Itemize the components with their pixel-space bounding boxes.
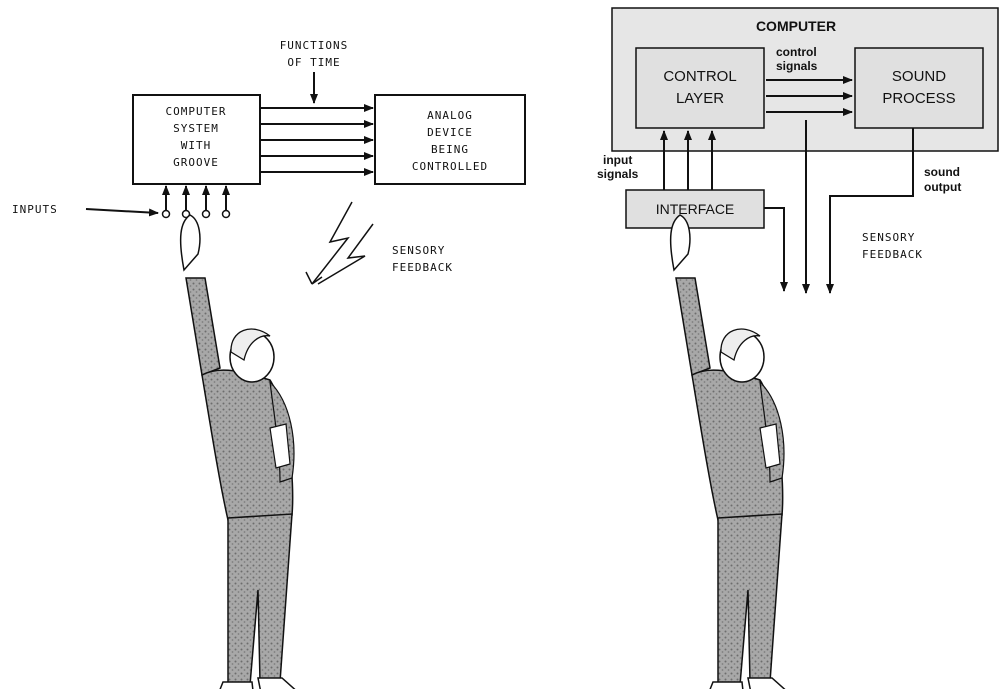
right-sensory-feedback-line-1: SENSORY	[862, 231, 915, 244]
sound-output-arrow	[830, 128, 913, 293]
sound-process-line-1: SOUND	[892, 68, 946, 85]
computer-title: COMPUTER	[756, 18, 836, 34]
control-signals-line-2: signals	[776, 59, 818, 73]
functions-label-line-1: FUNCTIONS	[280, 39, 349, 52]
inputs-arrow	[86, 209, 158, 213]
interface-feedback-arrow	[764, 208, 784, 291]
control-signals-line-1: control	[776, 45, 817, 59]
left-diagram: COMPUTER SYSTEM WITH GROOVE ANALOG DEVIC…	[12, 39, 525, 689]
functions-label-line-2: OF TIME	[287, 56, 340, 69]
interface-label: INTERFACE	[656, 201, 735, 217]
right-diagram: COMPUTER CONTROL LAYER SOUND PROCESS con…	[597, 8, 998, 689]
input-arrows	[163, 186, 230, 218]
control-layer-line-2: LAYER	[676, 90, 724, 107]
analog-box-line-3: BEING	[431, 143, 469, 156]
person-conductor-icon-right	[671, 215, 790, 689]
sensory-feedback-line-1: SENSORY	[392, 244, 445, 257]
right-sensory-feedback-line-2: FEEDBACK	[862, 248, 923, 261]
function-arrows	[260, 108, 373, 172]
analog-box-line-1: ANALOG	[427, 109, 473, 122]
control-layer-line-1: CONTROL	[663, 68, 736, 85]
analog-box-line-2: DEVICE	[427, 126, 473, 139]
sound-process-box	[855, 48, 983, 128]
person-conductor-icon	[181, 215, 300, 689]
lightning-bolt-icon	[312, 202, 352, 284]
sound-output-line-2: output	[924, 180, 961, 194]
analog-box-line-4: CONTROLLED	[412, 160, 488, 173]
input-signals-line-1: input	[603, 153, 632, 167]
sound-output-line-1: sound	[924, 165, 960, 179]
computer-box-line-4: GROOVE	[173, 156, 219, 169]
computer-box-line-3: WITH	[181, 139, 212, 152]
inputs-label: INPUTS	[12, 203, 58, 216]
control-layer-box	[636, 48, 764, 128]
computer-box-line-2: SYSTEM	[173, 122, 219, 135]
sensory-feedback-line-2: FEEDBACK	[392, 261, 453, 274]
computer-box-line-1: COMPUTER	[166, 105, 227, 118]
sound-process-line-2: PROCESS	[882, 90, 955, 107]
input-signals-line-2: signals	[597, 167, 639, 181]
